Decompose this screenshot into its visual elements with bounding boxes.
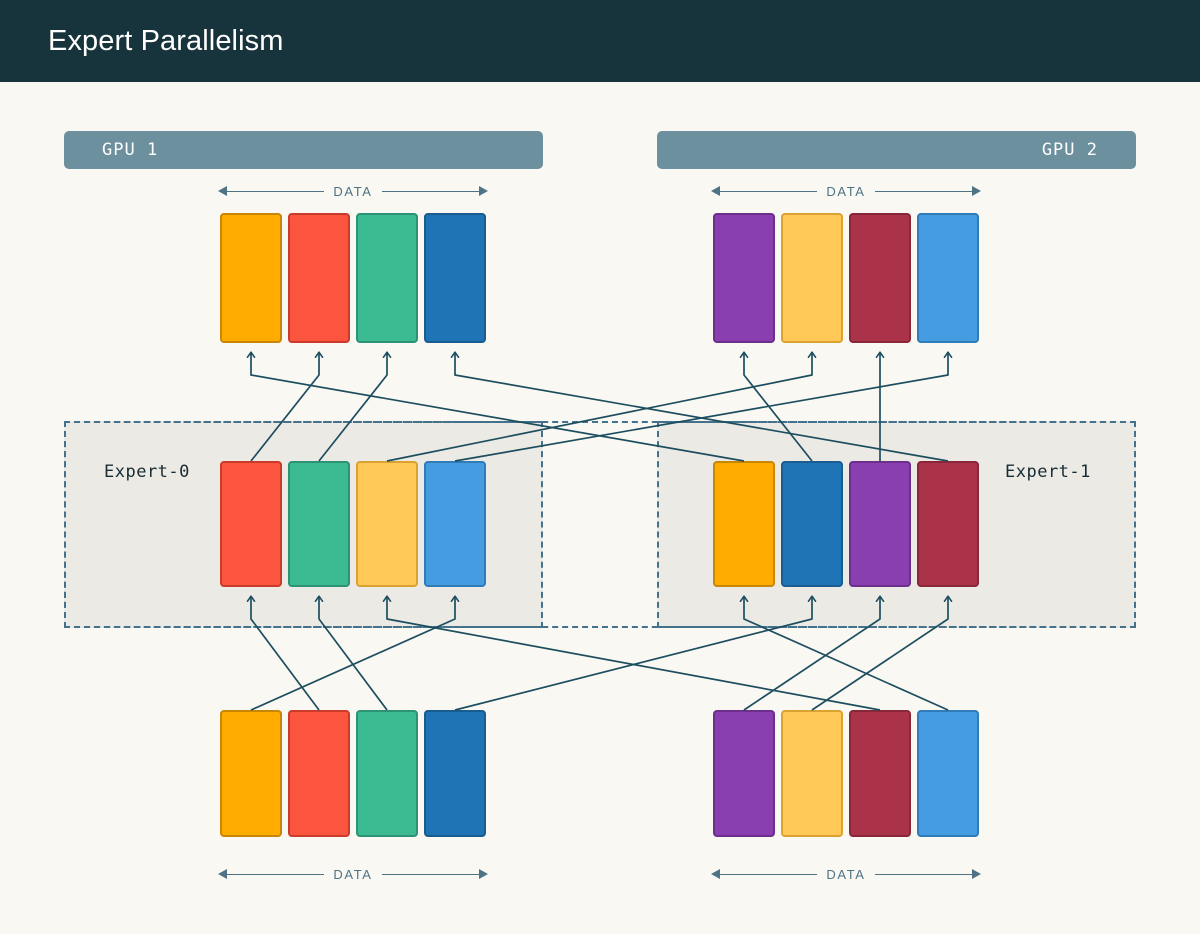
input-token-gpu2-2	[849, 710, 911, 837]
arrow-left-icon	[218, 186, 227, 196]
axis-line	[874, 873, 972, 875]
output-token-gpu2-1	[781, 213, 843, 343]
expert1-token-1	[781, 461, 843, 587]
expert1-token-3	[917, 461, 979, 587]
gpu-1-label: GPU 1	[102, 140, 159, 160]
data-axis-top-right: DATA	[711, 182, 981, 200]
axis-line	[227, 873, 325, 875]
input-token-gpu1-3	[424, 710, 486, 837]
gpu-2-header: GPU 2	[657, 131, 1136, 169]
output-token-gpu1-1	[288, 213, 350, 343]
axis-line	[720, 873, 818, 875]
gpu-2-label: GPU 2	[1041, 140, 1098, 160]
expert1-token-0	[713, 461, 775, 587]
axis-line	[720, 190, 818, 192]
input-token-gpu1-0	[220, 710, 282, 837]
arrow-right-icon	[972, 869, 981, 879]
input-token-gpu1-1	[288, 710, 350, 837]
data-axis-label: DATA	[333, 866, 373, 882]
axis-line	[381, 873, 479, 875]
expert0-token-1	[288, 461, 350, 587]
arrow-left-icon	[711, 186, 720, 196]
expert0-token-0	[220, 461, 282, 587]
data-axis-top-left: DATA	[218, 182, 488, 200]
output-token-gpu1-0	[220, 213, 282, 343]
input-token-gpu1-2	[356, 710, 418, 837]
output-token-gpu2-0	[713, 213, 775, 343]
expert0-token-2	[356, 461, 418, 587]
input-token-gpu2-0	[713, 710, 775, 837]
expert-0-label: Expert-0	[104, 462, 190, 482]
title-bar: Expert Parallelism	[0, 0, 1200, 82]
input-token-gpu2-3	[917, 710, 979, 837]
data-axis-bottom-left: DATA	[218, 865, 488, 883]
output-token-gpu1-3	[424, 213, 486, 343]
axis-line	[227, 190, 325, 192]
output-token-gpu1-2	[356, 213, 418, 343]
expert1-token-2	[849, 461, 911, 587]
data-axis-bottom-right: DATA	[711, 865, 981, 883]
arrow-right-icon	[479, 869, 488, 879]
data-axis-label: DATA	[333, 183, 373, 199]
data-axis-label: DATA	[826, 866, 866, 882]
axis-line	[874, 190, 972, 192]
axis-line	[381, 190, 479, 192]
arrow-right-icon	[479, 186, 488, 196]
output-token-gpu2-3	[917, 213, 979, 343]
gpu-1-header: GPU 1	[64, 131, 543, 169]
expert-1-label: Expert-1	[1005, 462, 1091, 482]
page-title: Expert Parallelism	[48, 24, 284, 57]
data-axis-label: DATA	[826, 183, 866, 199]
arrow-left-icon	[218, 869, 227, 879]
arrow-left-icon	[711, 869, 720, 879]
output-token-gpu2-2	[849, 213, 911, 343]
expert0-token-3	[424, 461, 486, 587]
input-token-gpu2-1	[781, 710, 843, 837]
arrow-right-icon	[972, 186, 981, 196]
